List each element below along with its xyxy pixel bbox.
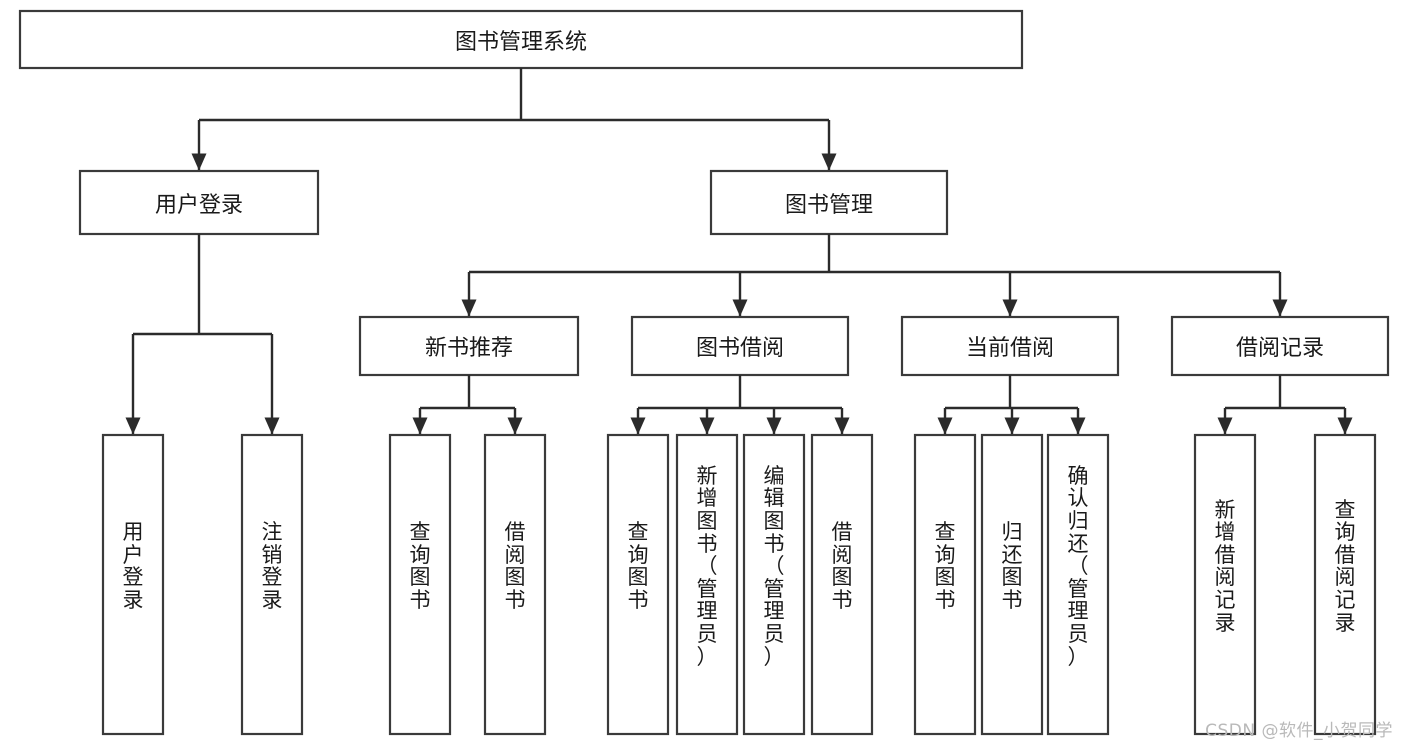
arrow-head: [1217, 417, 1233, 435]
arrow-head: [507, 417, 523, 435]
node-box-user-login[interactable]: [78, 169, 320, 236]
node-box-book-management[interactable]: [709, 169, 949, 236]
node-box-current-query-book[interactable]: [913, 433, 977, 736]
arrow-head: [125, 417, 141, 435]
node-box-recommend-borrow-book[interactable]: [483, 433, 547, 736]
arrow-head: [1004, 417, 1020, 435]
node-box-borrow-record[interactable]: [1170, 315, 1390, 377]
node-box-user-login-do[interactable]: [101, 433, 165, 736]
arrow-head: [699, 417, 715, 435]
arrow-head: [191, 153, 207, 171]
node-box-record-add[interactable]: [1193, 433, 1257, 736]
node-box-user-logout[interactable]: [240, 433, 304, 736]
arrow-head: [461, 299, 477, 317]
node-box-current-return-book[interactable]: [980, 433, 1044, 736]
arrow-head: [1002, 299, 1018, 317]
node-box-borrow-edit-book-admin[interactable]: [742, 433, 806, 736]
arrow-head: [412, 417, 428, 435]
node-box-record-query[interactable]: [1313, 433, 1377, 736]
node-box-root[interactable]: [18, 9, 1024, 70]
arrow-head: [937, 417, 953, 435]
node-box-borrow-add-book-admin[interactable]: [675, 433, 739, 736]
node-box-recommend-query-book[interactable]: [388, 433, 452, 736]
arrow-head: [264, 417, 280, 435]
node-box-borrow-query-book[interactable]: [606, 433, 670, 736]
arrow-head: [732, 299, 748, 317]
arrow-head: [1070, 417, 1086, 435]
arrow-head: [1272, 299, 1288, 317]
node-box-current-confirm-return-admin[interactable]: [1046, 433, 1110, 736]
arrow-head: [1337, 417, 1353, 435]
arrow-head: [821, 153, 837, 171]
arrow-head: [630, 417, 646, 435]
arrow-head: [766, 417, 782, 435]
node-box-book-borrow[interactable]: [630, 315, 850, 377]
arrow-head: [834, 417, 850, 435]
node-box-new-book-recommend[interactable]: [358, 315, 580, 377]
node-box-current-borrow[interactable]: [900, 315, 1120, 377]
node-box-borrow-borrow-book[interactable]: [810, 433, 874, 736]
